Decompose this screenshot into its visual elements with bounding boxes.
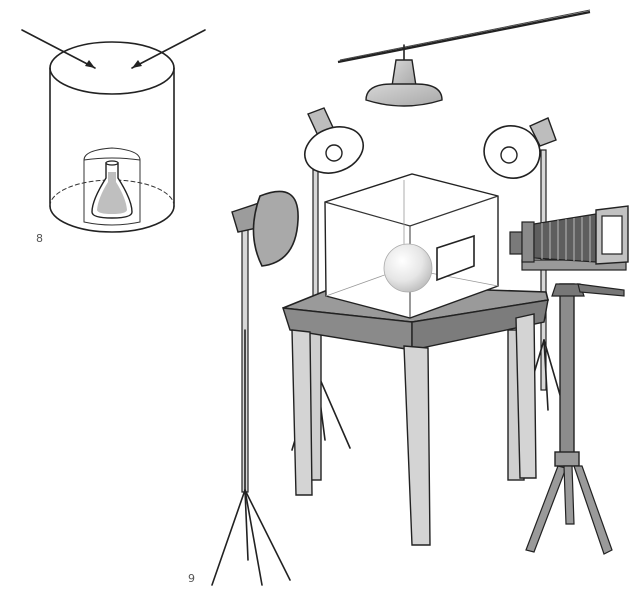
arrow-left-icon xyxy=(22,30,95,68)
figure-9: 9 xyxy=(188,10,628,585)
figure-8: 8 xyxy=(22,30,205,245)
arrow-right-icon xyxy=(132,30,205,68)
sphere-subject xyxy=(384,244,432,292)
figure-8-number: 8 xyxy=(36,232,43,245)
table xyxy=(283,285,548,545)
flask-icon xyxy=(92,161,132,218)
lamp-icon xyxy=(298,108,369,181)
left-floor-lamp xyxy=(212,191,298,585)
camera-icon xyxy=(510,206,628,270)
figure-9-number: 9 xyxy=(188,572,195,585)
lamp-icon xyxy=(366,60,442,106)
overhead-lamp xyxy=(338,10,590,106)
